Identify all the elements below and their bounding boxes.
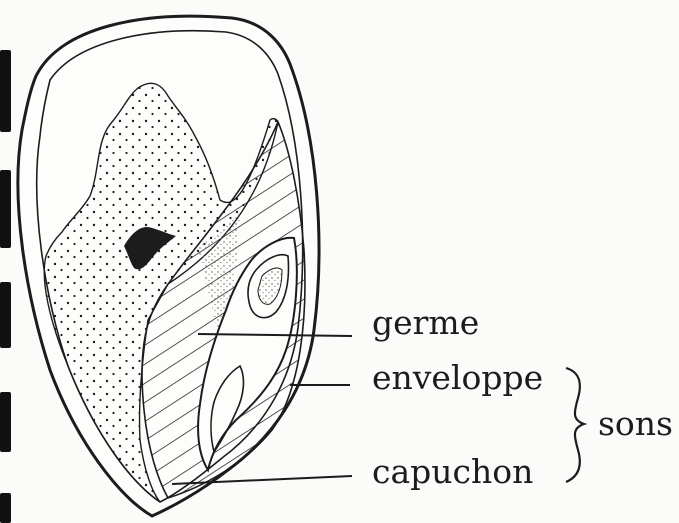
label-sons: sons	[598, 407, 673, 440]
sons-brace	[566, 368, 584, 482]
label-capuchon: capuchon	[372, 455, 533, 488]
label-germe: germe	[372, 306, 479, 339]
film-edge-marks	[0, 50, 11, 523]
label-enveloppe: enveloppe	[372, 361, 543, 394]
